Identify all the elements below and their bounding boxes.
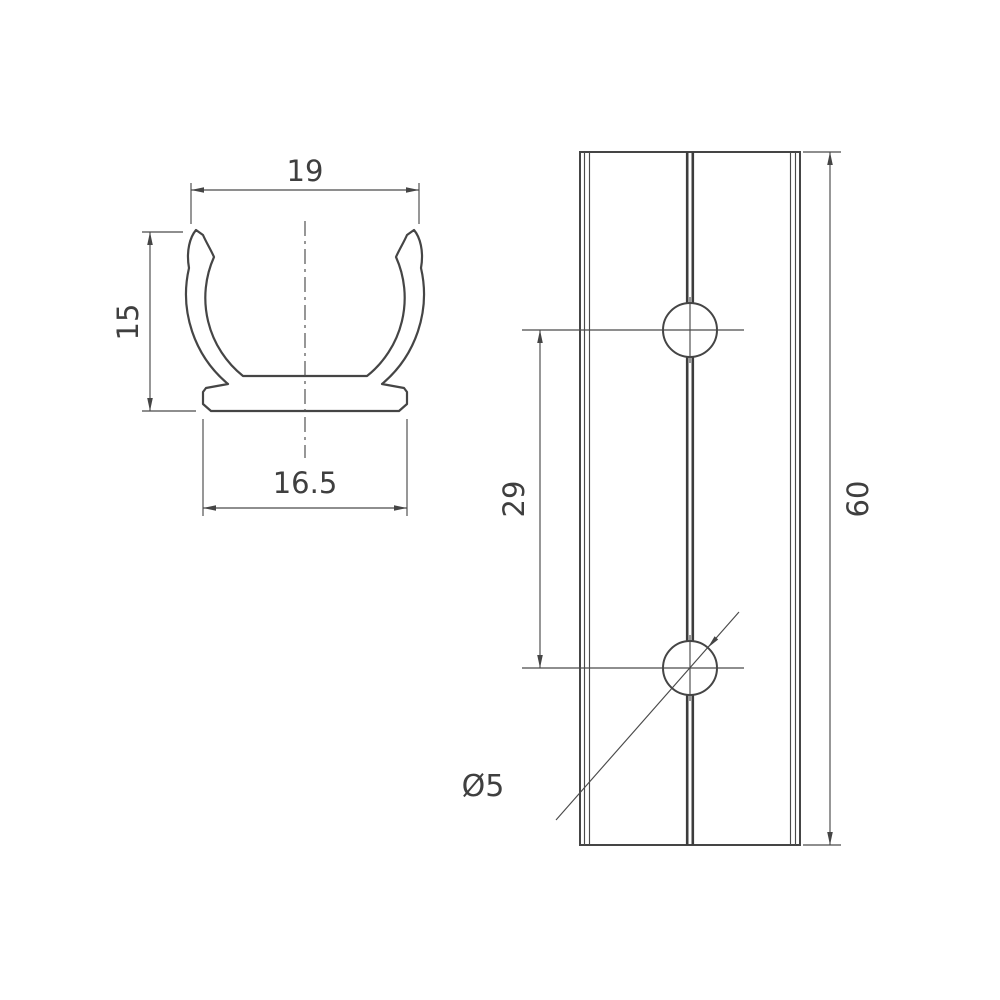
- dim-base-width-label: 16.5: [273, 466, 338, 500]
- dim-length-label: 60: [841, 481, 875, 518]
- hole-diameter-leader-arrowhead: [707, 636, 719, 648]
- dim-hole-diameter: Ø5: [462, 611, 740, 821]
- front-view: 29 60 Ø5: [462, 151, 875, 846]
- dim-height: 15: [111, 231, 196, 412]
- clip-profile-outline: [184, 228, 426, 413]
- dim-hole-spacing: 29: [497, 330, 543, 668]
- dim-base-width: 16.5: [202, 419, 408, 516]
- section-view: 19 15 16.5: [111, 154, 426, 516]
- dim-height-label: 15: [111, 304, 145, 341]
- dim-length: 60: [803, 151, 875, 846]
- dim-hole-diameter-label: Ø5: [462, 769, 505, 804]
- profile-body-outline: [579, 151, 801, 846]
- dim-top-width-label: 19: [287, 154, 324, 188]
- dim-top-width: 19: [190, 154, 420, 224]
- dim-hole-spacing-label: 29: [497, 481, 531, 518]
